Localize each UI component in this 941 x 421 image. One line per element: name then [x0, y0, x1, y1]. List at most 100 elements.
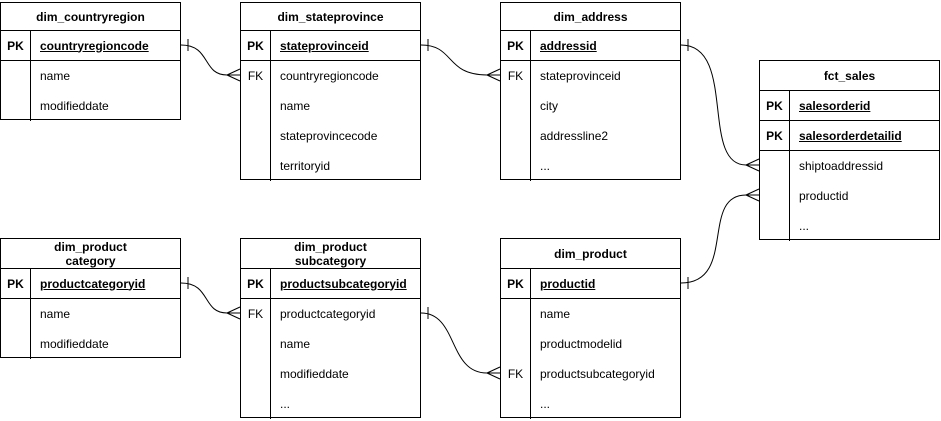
table-row: ... — [760, 211, 939, 241]
table-row: city — [501, 91, 680, 121]
field-name: ... — [540, 397, 551, 411]
connector-line — [180, 282, 228, 314]
field-name: productcategoryid — [280, 307, 376, 321]
table-row: name — [1, 61, 180, 91]
field-name: name — [540, 307, 571, 321]
pk-badge: PK — [760, 91, 790, 120]
key-cell — [501, 151, 531, 181]
key-cell — [501, 329, 531, 359]
table-title: dim_product subcategory — [241, 239, 420, 269]
table-row: name — [501, 299, 680, 329]
relationship-subcategory-to-product — [420, 307, 501, 380]
table-row: addressline2 — [501, 121, 680, 151]
table-row: PK salesorderid — [760, 91, 939, 121]
table-row: FK productsubcategoryid — [501, 359, 680, 389]
table-row: FK productcategoryid — [241, 299, 420, 329]
table-row: name — [241, 91, 420, 121]
table-dim_product: dim_product PK productid name productmod… — [500, 238, 681, 419]
table-row: modifieddate — [1, 91, 180, 121]
table-dim_address: dim_address PK addressid FK stateprovinc… — [500, 2, 681, 181]
crow-foot-many-icon — [226, 68, 241, 82]
table-dim_productcategory: dim_product category PK productcategoryi… — [0, 238, 181, 359]
fk-badge: FK — [241, 299, 271, 329]
table-row: FK countryregioncode — [241, 61, 420, 91]
relationship-product-to-fctsales — [680, 188, 760, 289]
table-row: ... — [241, 389, 420, 419]
table-row: modifieddate — [241, 359, 420, 389]
field-name: shiptoaddressid — [799, 159, 884, 173]
table-row: PK productcategoryid — [1, 269, 180, 299]
field-name: salesorderdetailid — [799, 128, 902, 143]
table-row: PK stateprovinceid — [241, 31, 420, 61]
pk-badge: PK — [501, 269, 531, 298]
field-name: stateprovinceid — [280, 38, 369, 53]
field-name: name — [280, 99, 311, 113]
table-row: stateprovincecode — [241, 121, 420, 151]
key-cell — [760, 181, 790, 211]
key-cell — [760, 211, 790, 241]
relationship-stateprovince-to-address — [420, 39, 501, 82]
table-row: PK productsubcategoryid — [241, 269, 420, 299]
key-cell — [241, 389, 271, 419]
pk-badge: PK — [501, 31, 531, 60]
table-dim_stateprovince: dim_stateprovince PK stateprovinceid FK … — [240, 2, 421, 181]
table-row: productid — [760, 181, 939, 211]
key-cell — [241, 359, 271, 389]
field-name: productsubcategoryid — [540, 367, 655, 381]
fk-badge: FK — [501, 61, 531, 91]
table-title: dim_countryregion — [1, 3, 180, 31]
connector-line — [680, 194, 747, 284]
table-row: territoryid — [241, 151, 420, 181]
table-row: PK salesorderdetailid — [760, 121, 939, 151]
key-cell — [241, 151, 271, 181]
table-row: productmodelid — [501, 329, 680, 359]
crow-foot-many-icon — [226, 306, 241, 320]
field-name: modifieddate — [40, 99, 109, 113]
key-cell — [501, 299, 531, 329]
relationship-category-to-subcategory — [180, 277, 241, 320]
field-name: stateprovinceid — [540, 69, 621, 83]
pk-badge: PK — [760, 121, 790, 150]
field-name: ... — [280, 397, 291, 411]
connector-line — [420, 312, 488, 374]
table-fct_sales: fct_sales PK salesorderid PK salesorderd… — [759, 60, 940, 241]
key-cell — [501, 121, 531, 151]
field-name: name — [40, 307, 71, 321]
table-title: dim_stateprovince — [241, 3, 420, 31]
key-cell — [1, 329, 31, 359]
crow-foot-many-icon — [486, 366, 501, 380]
key-cell — [1, 91, 31, 121]
field-name: productid — [540, 276, 596, 291]
table-row: PK productid — [501, 269, 680, 299]
field-name: city — [540, 99, 558, 113]
table-title: dim_product — [501, 239, 680, 269]
field-name: name — [40, 69, 71, 83]
table-row: name — [1, 299, 180, 329]
field-name: salesorderid — [799, 98, 871, 113]
key-cell — [501, 389, 531, 419]
table-row: PK countryregioncode — [1, 31, 180, 61]
pk-badge: PK — [241, 31, 271, 60]
table-title: dim_address — [501, 3, 680, 31]
connector-line — [680, 44, 747, 166]
relationship-countryregion-to-stateprovince — [180, 39, 241, 82]
connector-line — [420, 44, 488, 76]
key-cell — [241, 121, 271, 151]
field-name: modifieddate — [40, 337, 109, 351]
field-name: productcategoryid — [40, 276, 146, 291]
fk-badge: FK — [241, 61, 271, 91]
table-row: ... — [501, 151, 680, 181]
field-name: stateprovincecode — [280, 129, 378, 143]
crow-foot-many-icon — [745, 188, 760, 202]
field-name: countryregioncode — [280, 69, 379, 83]
table-title: dim_product category — [1, 239, 180, 269]
field-name: modifieddate — [280, 367, 349, 381]
key-cell — [1, 299, 31, 329]
table-row: PK addressid — [501, 31, 680, 61]
field-name: productid — [799, 189, 849, 203]
field-name: countryregioncode — [40, 38, 149, 53]
key-cell — [760, 151, 790, 181]
key-cell — [241, 91, 271, 121]
field-name: addressline2 — [540, 129, 609, 143]
field-name: name — [280, 337, 311, 351]
